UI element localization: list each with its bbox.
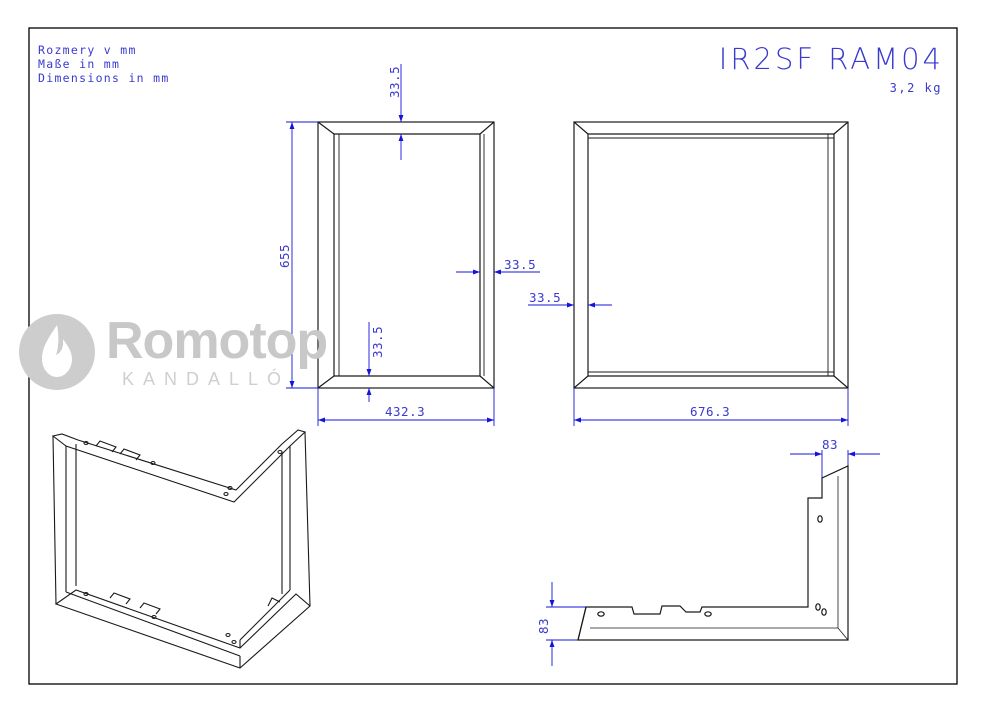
dim-front-width: 432.3	[385, 404, 425, 419]
drawing-title: IR2SF RAM04	[718, 42, 944, 76]
profile-view	[577, 465, 849, 641]
logo-wordmark: Romotop	[106, 312, 328, 370]
side-view	[573, 121, 849, 389]
units-note-en: Dimensions in mm	[38, 71, 170, 85]
dimension-lines	[286, 64, 880, 666]
units-note-cz: Rozmery v mm	[38, 43, 137, 57]
dim-profile-top: 83	[822, 437, 838, 452]
dim-front-side-frame: 33.5	[504, 257, 536, 272]
dim-front-bottom-frame: 33.5	[370, 326, 385, 358]
flame-drop-icon	[19, 314, 95, 390]
dim-side-frame: 33.5	[529, 290, 561, 305]
isometric-view	[51, 429, 311, 669]
dim-profile-side: 83	[536, 618, 551, 634]
romotop-watermark-logo: Romotop KANDALLÓ	[18, 312, 348, 393]
dim-front-height: 655	[277, 244, 292, 268]
logo-subtitle: KANDALLÓ	[122, 369, 291, 389]
front-view	[317, 121, 495, 389]
units-note-de: Maße in mm	[38, 57, 121, 71]
drawing-weight: 3,2 kg	[889, 81, 942, 95]
dim-front-top-frame: 33.5	[387, 66, 402, 98]
dim-side-width: 676.3	[690, 404, 730, 419]
